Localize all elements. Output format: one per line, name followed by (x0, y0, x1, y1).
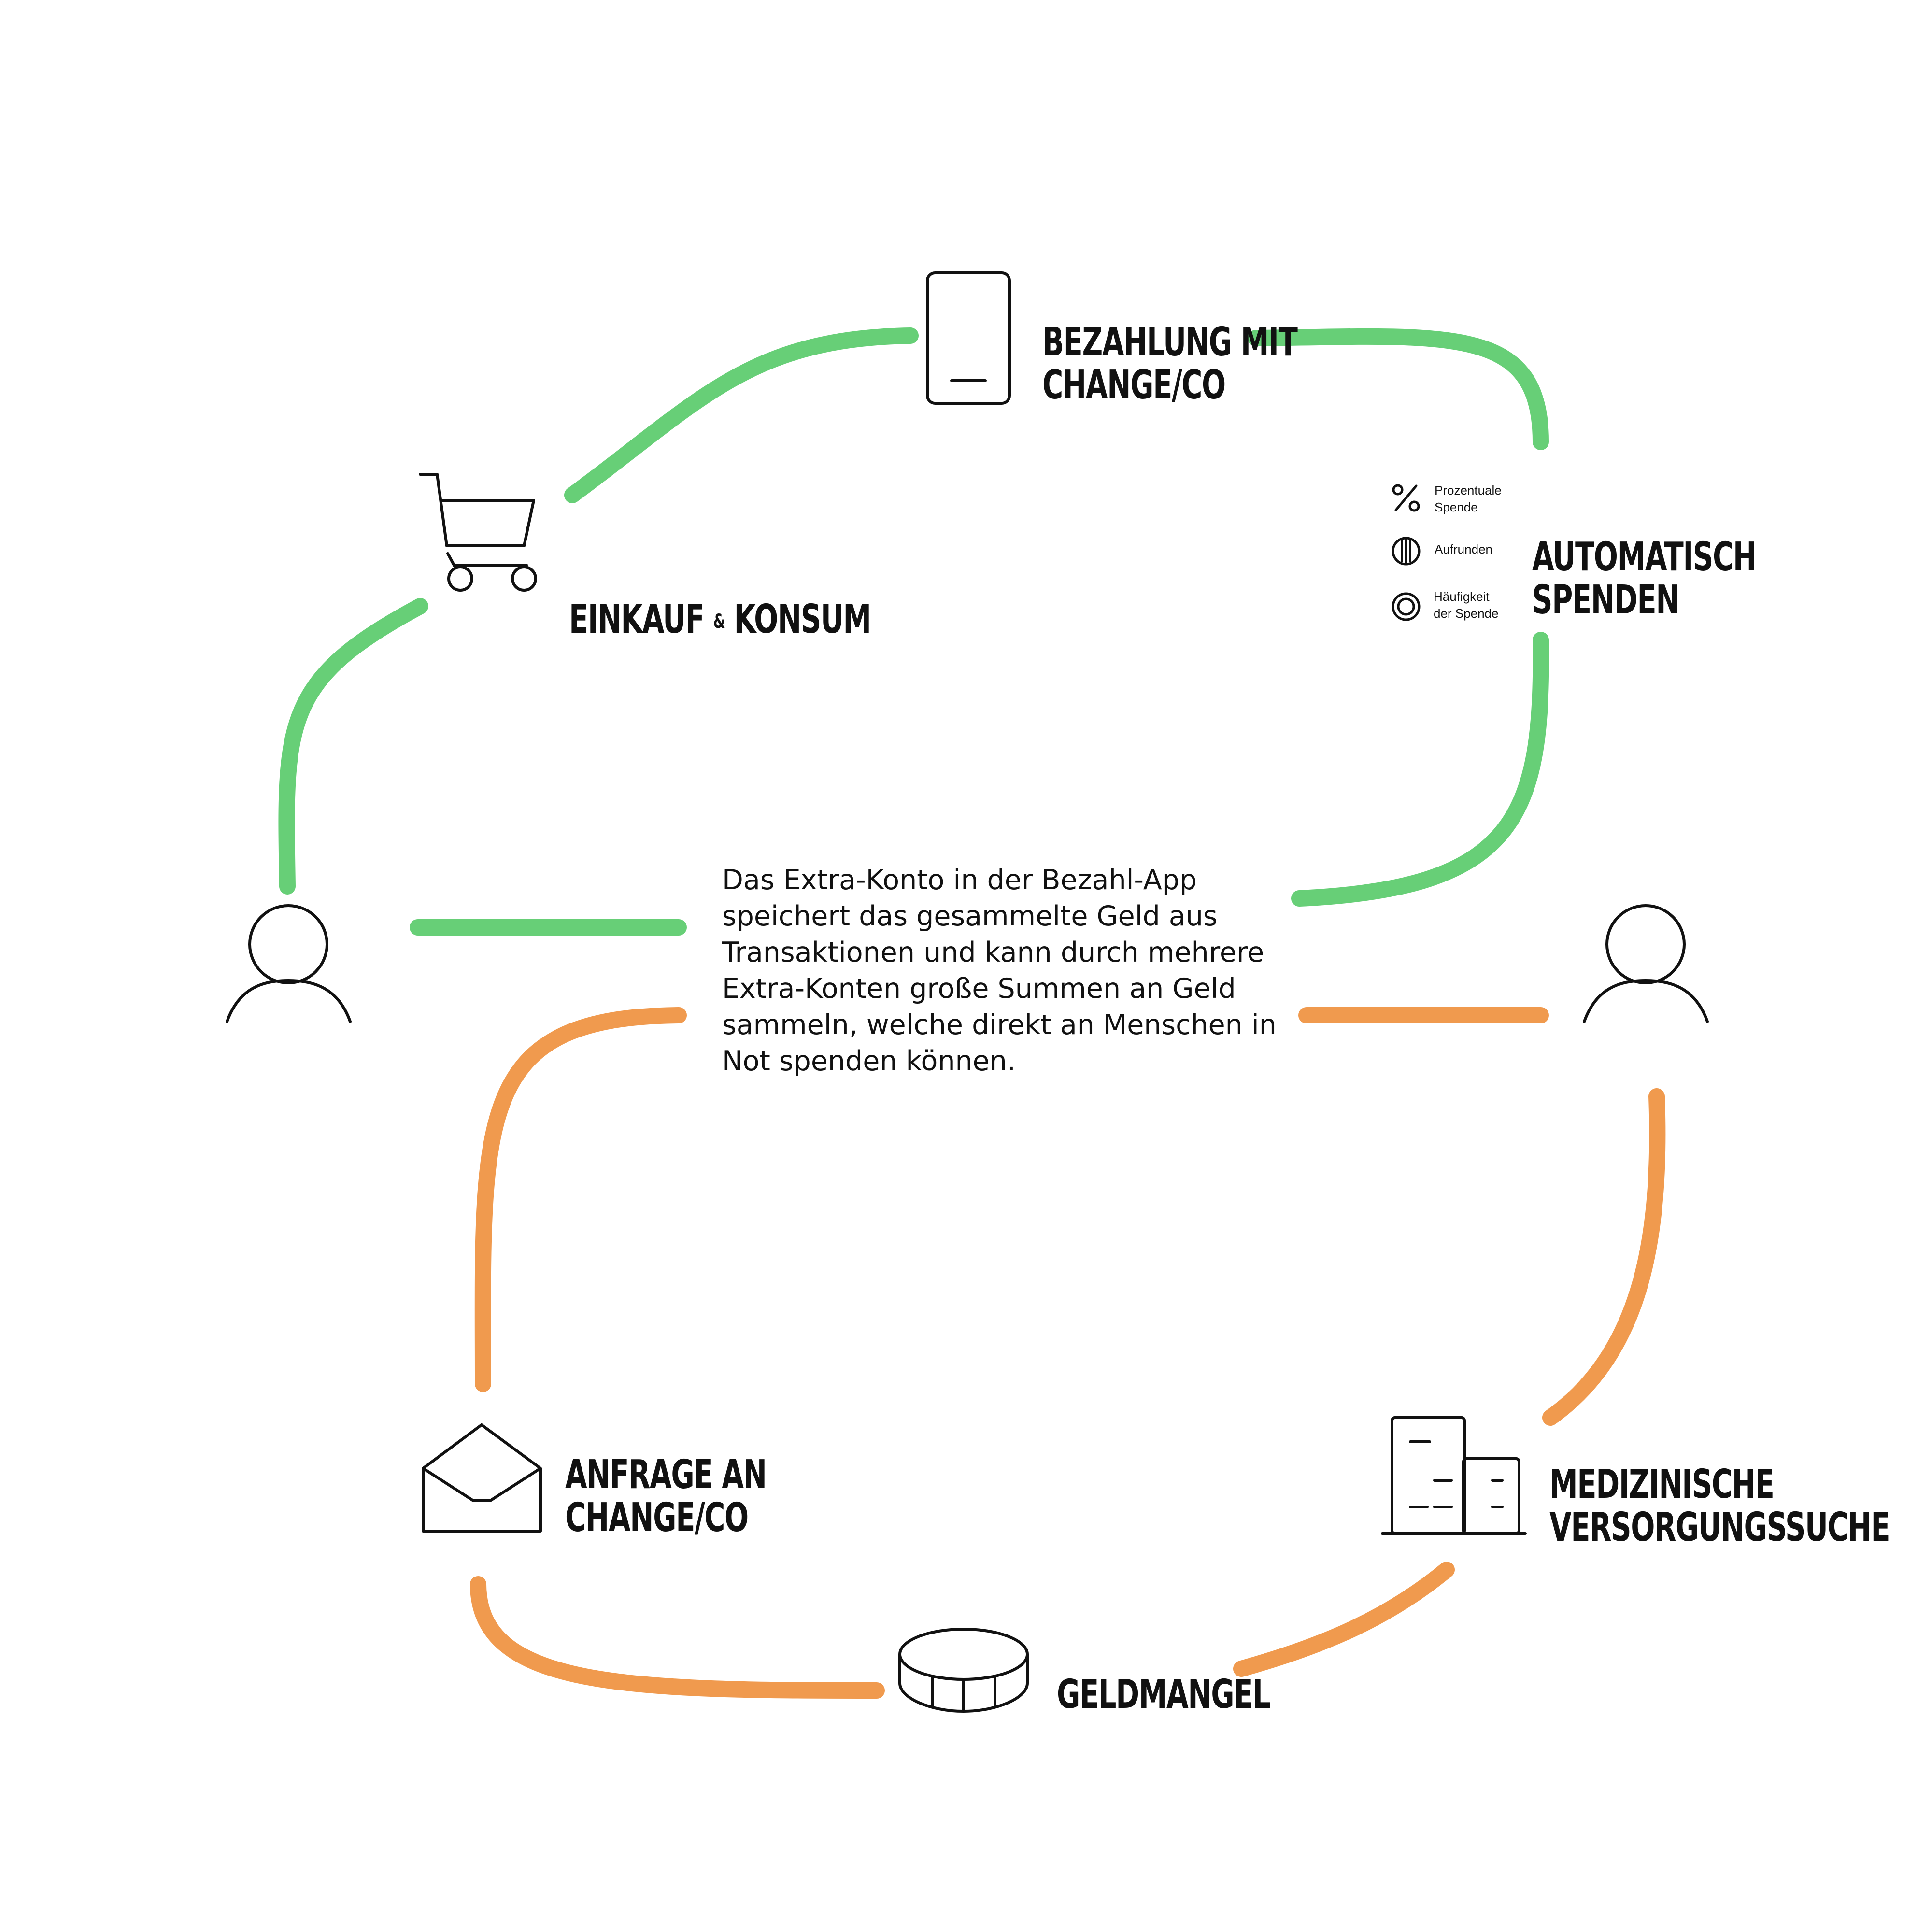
shopping-label-amp: & (713, 610, 725, 633)
shopping-cart-icon (418, 469, 548, 599)
connector-person-to-medical (1542, 1088, 1666, 1426)
envelope-icon (420, 1422, 543, 1536)
connector-money-to-request (470, 1576, 885, 1699)
option-round-up-label: Aufrunden (1435, 542, 1492, 556)
person-icon (225, 903, 353, 1024)
round-up-icon (1391, 536, 1421, 566)
step-medical-label: MEDIZINISCHE VERSORGUNGSSUCHE (1549, 1462, 1890, 1550)
step-request-label: ANFRAGE AN CHANGE/CO (565, 1452, 767, 1541)
option-frequency-label: Häufigkeit der Spende (1434, 589, 1499, 621)
coin-icon (896, 1625, 1031, 1715)
connector-shop-to-payment (564, 327, 919, 503)
step-auto-donate-label: AUTOMATISCH SPENDEN (1532, 534, 1757, 623)
connector-medical-to-money (1233, 1562, 1455, 1677)
step-money-shortage-label: GELDMANGEL (1057, 1672, 1271, 1718)
extra-account-description: Das Extra-Konto in der Bezahl-App speich… (722, 864, 1277, 1077)
option-percent-label: Prozentuale Spende (1435, 483, 1502, 515)
connector-request-to-center (474, 1007, 687, 1392)
connector-auto-to-center (1291, 632, 1549, 907)
step-shopping-label: EINKAUF & KONSUM (569, 555, 871, 641)
step-payment-label: BEZAHLUNG MIT CHANGE/CO (1042, 319, 1298, 408)
shopping-label-b: KONSUM (734, 596, 871, 642)
connector-person-to-shop (278, 598, 428, 895)
phone-icon (925, 270, 1012, 406)
shopping-label-a: EINKAUF (569, 596, 705, 642)
percent-icon (1391, 483, 1421, 513)
person-icon (1582, 903, 1710, 1024)
frequency-icon (1391, 592, 1421, 622)
connector-payment-to-auto (1248, 328, 1549, 450)
building-icon (1381, 1415, 1527, 1536)
